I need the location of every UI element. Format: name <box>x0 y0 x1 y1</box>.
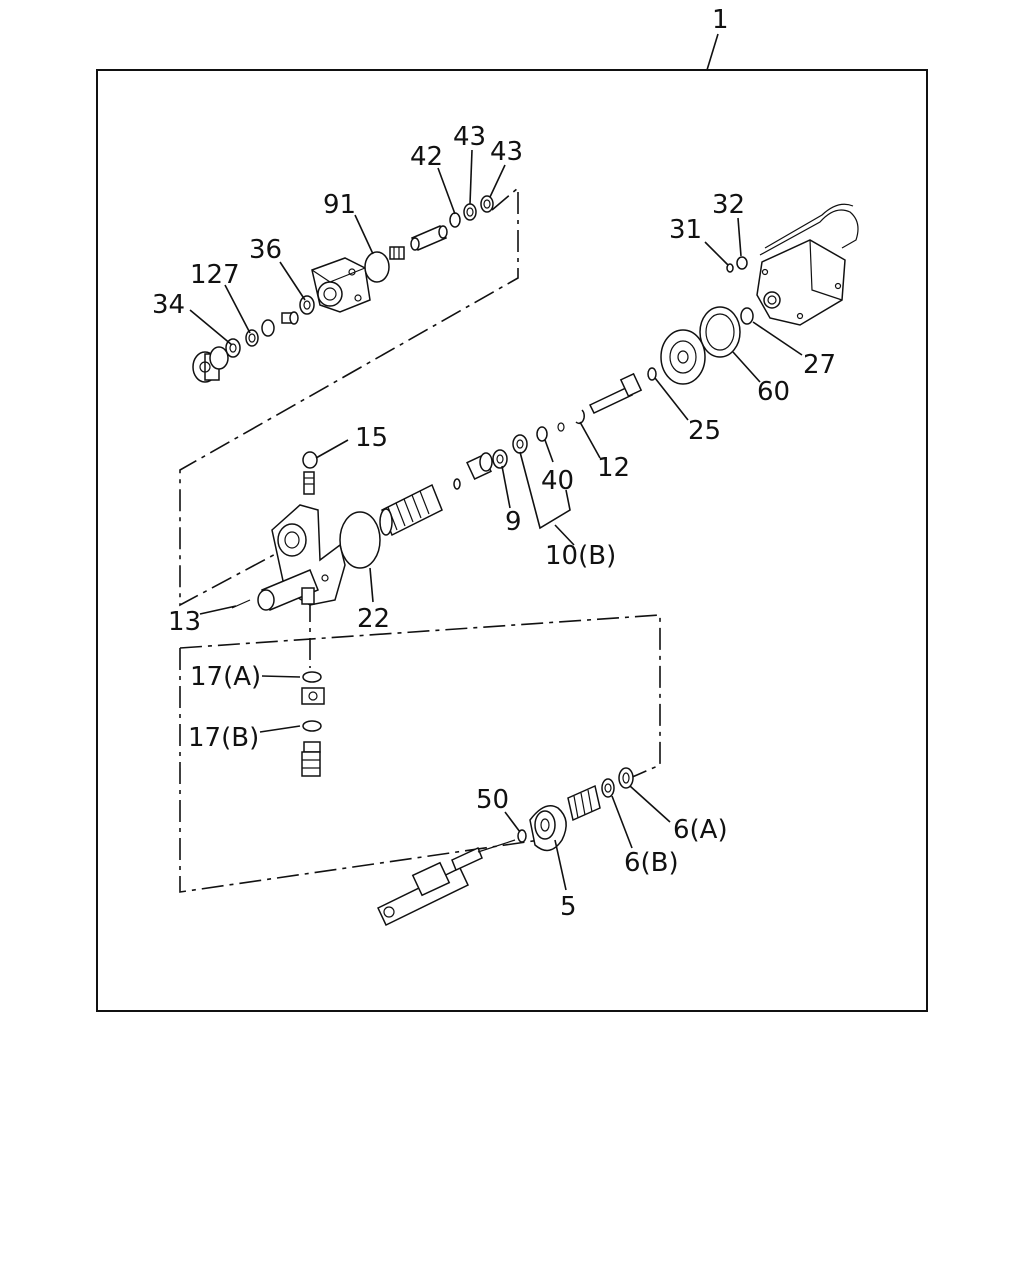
callout-42: 42 <box>410 142 443 172</box>
part-17b-washer <box>302 720 322 732</box>
part-union-bolt <box>301 741 321 777</box>
part-9-seal <box>492 449 508 469</box>
callout-6b: 6(B) <box>624 848 679 878</box>
part-43-washer-b <box>480 195 494 213</box>
part-43-washer-a <box>463 203 477 221</box>
part-31-ring <box>726 263 734 273</box>
part-small-pin <box>281 311 299 325</box>
callout-127: 127 <box>190 260 240 290</box>
part-17a-washer <box>302 671 322 683</box>
part-5-boot <box>529 805 567 852</box>
part-22-oring <box>339 511 381 569</box>
part-60-seal <box>699 306 741 358</box>
part-127-ring <box>245 329 259 347</box>
part-piston <box>466 452 493 480</box>
callout-40: 40 <box>541 466 574 496</box>
part-oring-small <box>261 319 275 337</box>
part-36-seal <box>299 295 315 315</box>
assembly-number-leader <box>706 33 719 71</box>
alignment-line-lower <box>179 600 661 893</box>
callout-22: 22 <box>357 604 390 634</box>
part-small-oring <box>453 478 461 490</box>
part-return-spring <box>379 483 443 537</box>
assembly-number-label: 1 <box>712 5 729 35</box>
callout-36: 36 <box>249 235 282 265</box>
leader-lines <box>189 149 803 891</box>
part-91-oring <box>364 251 390 283</box>
callout-6a: 6(A) <box>673 815 728 845</box>
part-10b-cup <box>512 434 528 454</box>
callout-32: 32 <box>712 190 745 220</box>
part-actuator-housing <box>756 203 859 326</box>
part-32-ring <box>736 256 748 270</box>
assembly-frame <box>96 69 928 1012</box>
part-lower-spring <box>567 784 601 822</box>
part-27-oring <box>740 307 754 325</box>
part-12-snap-ring <box>575 409 585 425</box>
part-15-bleeder-cap <box>302 451 318 469</box>
callout-15: 15 <box>355 423 388 453</box>
part-cylinder-body <box>257 504 346 611</box>
part-42-oring <box>449 212 461 228</box>
callout-43-a: 43 <box>453 122 486 152</box>
part-valve-cover <box>311 257 371 313</box>
callout-9: 9 <box>505 507 522 537</box>
callout-50: 50 <box>476 785 509 815</box>
part-small-spring <box>389 246 405 260</box>
callout-27: 27 <box>803 350 836 380</box>
callout-12: 12 <box>597 453 630 483</box>
callout-34: 34 <box>152 290 185 320</box>
alignment-lines <box>179 186 661 893</box>
part-push-rod <box>588 372 643 414</box>
callout-17a: 17(A) <box>190 662 261 692</box>
callout-13: 13 <box>168 607 201 637</box>
callout-labels: 34 127 36 91 42 43 43 31 32 27 60 25 12 … <box>152 122 836 922</box>
callout-5: 5 <box>560 892 577 922</box>
part-union-block <box>301 687 325 705</box>
part-6b-seal <box>601 778 615 798</box>
part-6a-seal <box>618 767 634 789</box>
part-valve-stem <box>410 225 448 251</box>
part-40-oring <box>536 426 548 442</box>
part-50-ring <box>517 829 527 843</box>
part-small-washer <box>557 422 565 432</box>
part-clevis-rod <box>377 839 516 927</box>
callout-43-b: 43 <box>490 137 523 167</box>
callout-25: 25 <box>688 416 721 446</box>
callout-31: 31 <box>669 215 702 245</box>
alignment-line-upper <box>179 186 519 607</box>
part-34-plug <box>192 346 229 383</box>
callout-10b: 10(B) <box>545 541 616 571</box>
callout-60: 60 <box>757 377 790 407</box>
part-bleeder-screw <box>303 471 315 495</box>
part-25-oring <box>647 367 657 381</box>
part-piston-disk <box>660 329 706 385</box>
callout-17b: 17(B) <box>188 723 259 753</box>
callout-91: 91 <box>323 190 356 220</box>
